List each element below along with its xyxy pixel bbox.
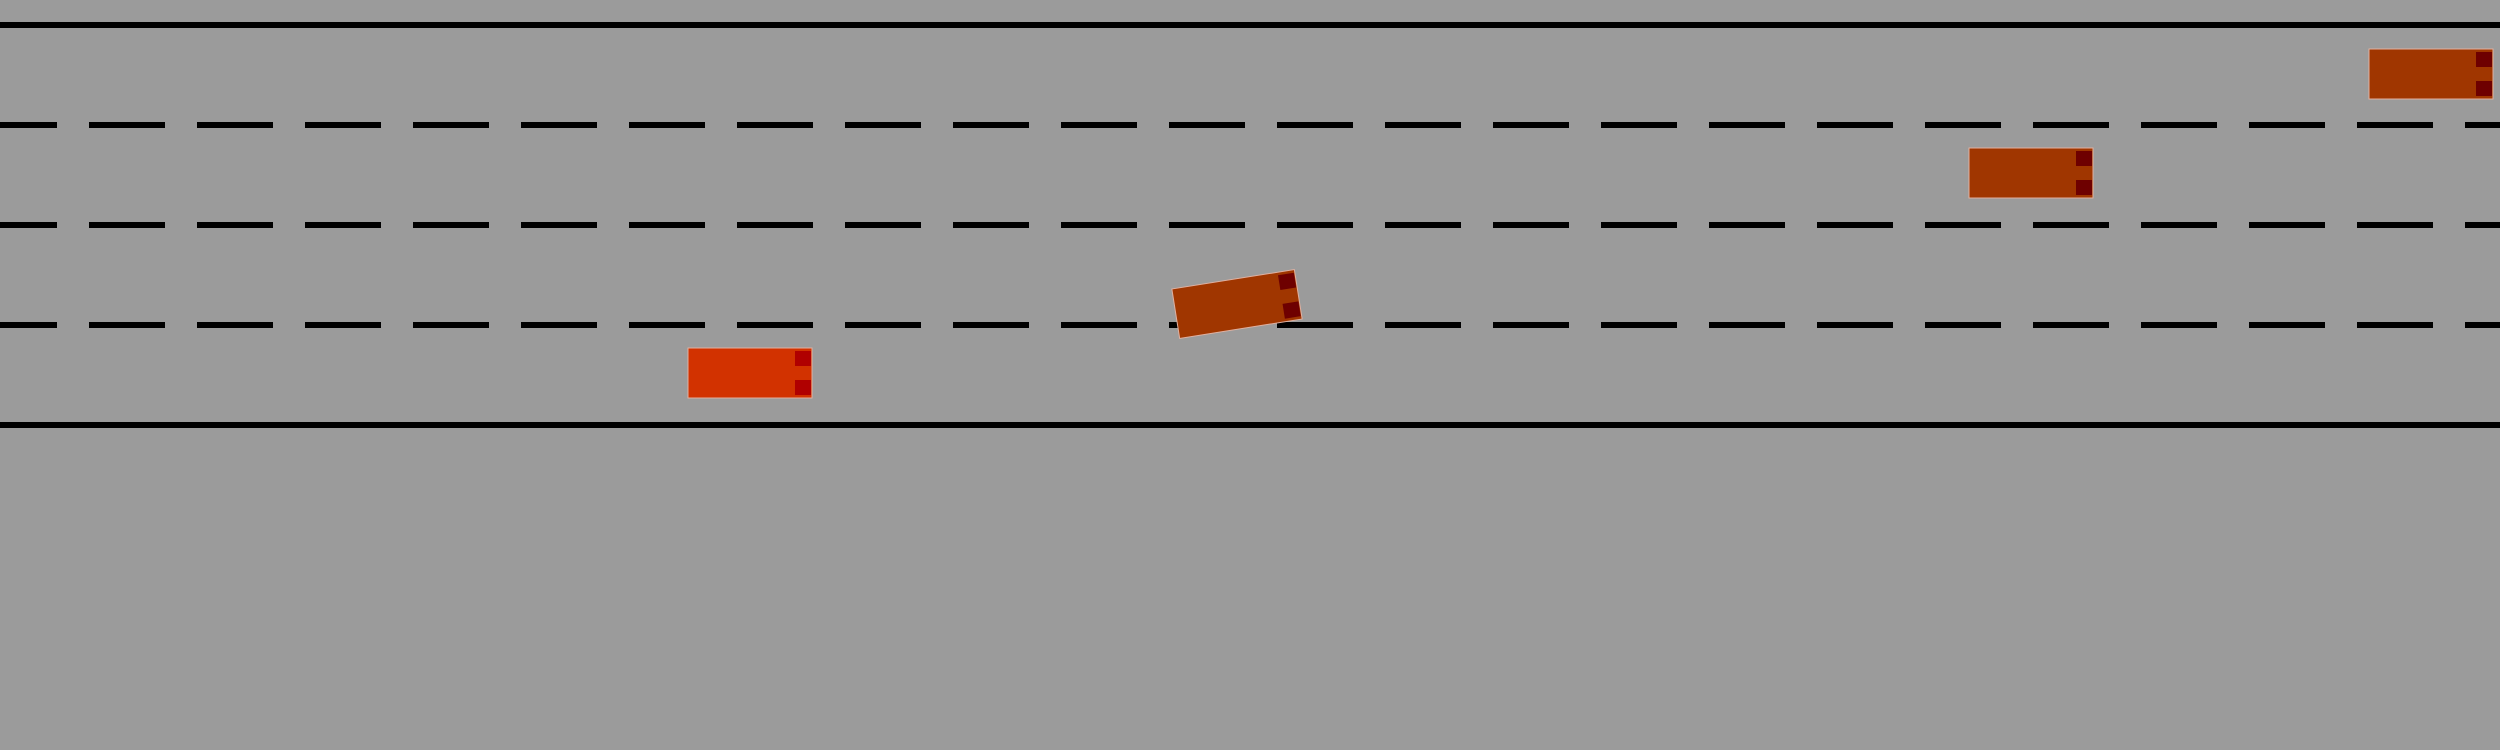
vehicle-lane-3-turning [1171, 269, 1303, 339]
lane-divider-dash [845, 222, 921, 228]
headlight [1278, 272, 1297, 291]
lane-divider-dash [1925, 122, 2001, 128]
lane-divider-dash [1493, 322, 1569, 328]
lane-divider-dash [2357, 322, 2433, 328]
lane-divider-dash [1493, 122, 1569, 128]
lane-divider-dash [2357, 122, 2433, 128]
lane-divider-dash [629, 222, 705, 228]
headlight [2476, 52, 2492, 67]
lane-divider-dash [305, 122, 381, 128]
lane-divider-dash [1601, 122, 1677, 128]
lane-divider-dash [2465, 322, 2500, 328]
vehicle-lane-2 [1968, 147, 2094, 199]
lane-divider-dash [1061, 222, 1137, 228]
vehicle-lane-1 [2368, 48, 2494, 100]
lane-divider-dash [629, 122, 705, 128]
lane-divider-dash [1277, 222, 1353, 228]
lane-divider-dash [845, 322, 921, 328]
lane-divider-dash [1277, 322, 1353, 328]
lane-divider-dash [737, 122, 813, 128]
lane-divider-dash [737, 322, 813, 328]
lane-divider-dash [521, 122, 597, 128]
lane-divider-dash [0, 322, 57, 328]
lane-divider-dash [1061, 322, 1137, 328]
lane-divider-dash [1169, 222, 1245, 228]
lane-divider-dash [2033, 222, 2109, 228]
headlight [2076, 180, 2092, 195]
lane-divider-dash [2465, 122, 2500, 128]
lane-divider-dash [2249, 322, 2325, 328]
lane-divider-dash [1061, 122, 1137, 128]
lane-divider-dash [1817, 122, 1893, 128]
lane-divider-dash [305, 322, 381, 328]
lane-divider-dash [413, 322, 489, 328]
lane-lines [0, 22, 2500, 428]
lane-divider-dash [1601, 222, 1677, 228]
road-edge-bottom [0, 422, 2500, 428]
lane-divider-dash [1925, 322, 2001, 328]
lane-divider-dash [2033, 322, 2109, 328]
headlight [1282, 301, 1301, 319]
headlight [795, 351, 811, 366]
headlight [2476, 81, 2492, 96]
lane-divider-dash [2357, 222, 2433, 228]
lane-divider-dash [521, 322, 597, 328]
lane-divider-dash [1709, 322, 1785, 328]
lane-divider-dash [2141, 122, 2217, 128]
vehicle-body [687, 347, 813, 399]
lane-divider-dash [1709, 222, 1785, 228]
lane-divider-dash [1169, 122, 1245, 128]
lane-divider-dash [0, 122, 57, 128]
lane-divider-dash [305, 222, 381, 228]
lane-divider-dash [737, 222, 813, 228]
lane-divider-dash [1601, 322, 1677, 328]
lane-divider-dash [1385, 122, 1461, 128]
lane-divider-dash [197, 222, 273, 228]
lane-divider-dash [953, 322, 1029, 328]
vehicle-body [1171, 269, 1303, 339]
lane-divider-dash [629, 322, 705, 328]
ego-vehicle [687, 347, 813, 399]
lane-divider-dash [413, 122, 489, 128]
lane-divider-dash [197, 322, 273, 328]
lane-divider-dash [1709, 122, 1785, 128]
vehicle-body [2368, 48, 2494, 100]
lane-divider-dash [1277, 122, 1353, 128]
lane-divider-dash [1385, 222, 1461, 228]
lane-divider-dash [521, 222, 597, 228]
lane-divider-dash [2249, 222, 2325, 228]
headlight [2076, 151, 2092, 166]
lane-divider-dash [0, 222, 57, 228]
lane-divider-dash [845, 122, 921, 128]
vehicles [687, 48, 2494, 399]
lane-divider-dash [1817, 222, 1893, 228]
lane-divider-dash [2141, 322, 2217, 328]
lane-divider-dash [953, 122, 1029, 128]
headlight [795, 380, 811, 395]
lane-divider-dash [2033, 122, 2109, 128]
lane-divider-dash [1385, 322, 1461, 328]
lane-divider-dash [2249, 122, 2325, 128]
lane-divider-dash [1817, 322, 1893, 328]
lane-divider-dash [89, 122, 165, 128]
lane-divider-dash [197, 122, 273, 128]
lane-divider-dash [953, 222, 1029, 228]
lane-divider-dash [1493, 222, 1569, 228]
lane-divider-dash [2465, 222, 2500, 228]
lane-divider-dash [89, 322, 165, 328]
road-edge-top [0, 22, 2500, 28]
lane-divider-dash [1925, 222, 2001, 228]
lane-divider-dash [89, 222, 165, 228]
vehicle-body [1968, 147, 2094, 199]
lane-divider-dash [2141, 222, 2217, 228]
lane-divider-dash [413, 222, 489, 228]
